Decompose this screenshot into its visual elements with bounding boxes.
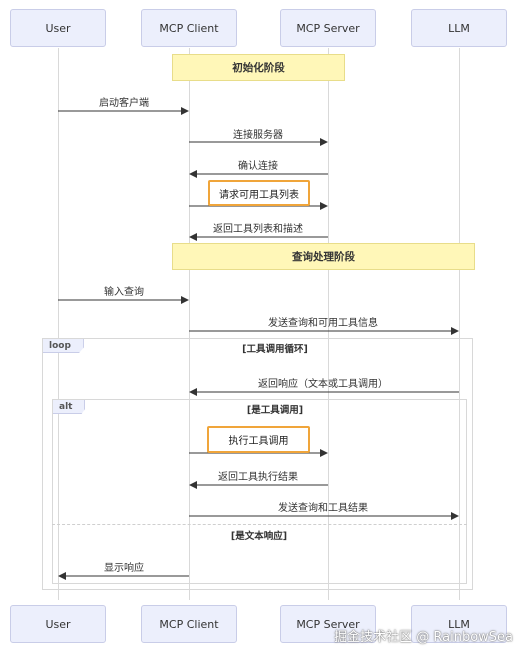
alt-frame: alt <box>52 399 467 584</box>
note-query-phase: 查询处理阶段 <box>172 243 475 270</box>
note-init-phase: 初始化阶段 <box>172 54 345 81</box>
actor-user-bottom: User <box>10 605 106 643</box>
loop-condition: [工具调用循环] <box>242 344 308 355</box>
actor-mcp-client-top: MCP Client <box>141 9 237 47</box>
actor-mcp-server-top: MCP Server <box>280 9 376 47</box>
loop-frame: loop <box>42 338 473 590</box>
message-label: 连接服务器 <box>233 130 283 141</box>
message-label: 执行工具调用 <box>228 436 289 447</box>
lifeline-mcp-server <box>328 48 329 600</box>
actor-mcp-server-bottom: MCP Server <box>280 605 376 643</box>
alt-condition: [是工具调用] <box>246 405 304 416</box>
message-label: 请求可用工具列表 <box>219 189 299 201</box>
lifeline-llm <box>459 48 460 600</box>
message-label: 返回工具执行结果 <box>218 472 298 483</box>
else-divider <box>52 524 467 525</box>
loop-tag: loop <box>43 339 84 353</box>
message-label: 发送查询和工具结果 <box>278 503 368 514</box>
watermark: 掘金技术社区 @ RainbowSea <box>334 630 513 645</box>
message-label: 显示响应 <box>104 563 144 574</box>
message-label: 返回响应（文本或工具调用） <box>258 379 388 390</box>
else-condition: [是文本响应] <box>230 531 288 542</box>
message-label: 发送查询和可用工具信息 <box>268 318 378 329</box>
actor-llm-bottom: LLM <box>411 605 507 643</box>
message-label: 输入查询 <box>104 287 144 298</box>
actor-user-top: User <box>10 9 106 47</box>
lifeline-mcp-client <box>189 48 190 600</box>
highlight-execute-tool: 执行工具调用 <box>207 426 310 453</box>
actor-mcp-client-bottom: MCP Client <box>141 605 237 643</box>
message-label: 确认连接 <box>238 161 278 172</box>
lifeline-user <box>58 48 59 600</box>
actor-llm-top: LLM <box>411 9 507 47</box>
message-label: 启动客户端 <box>99 98 149 109</box>
highlight-request-tools: 请求可用工具列表 <box>208 180 310 206</box>
alt-tag: alt <box>53 400 86 414</box>
message-label: 返回工具列表和描述 <box>213 224 303 235</box>
